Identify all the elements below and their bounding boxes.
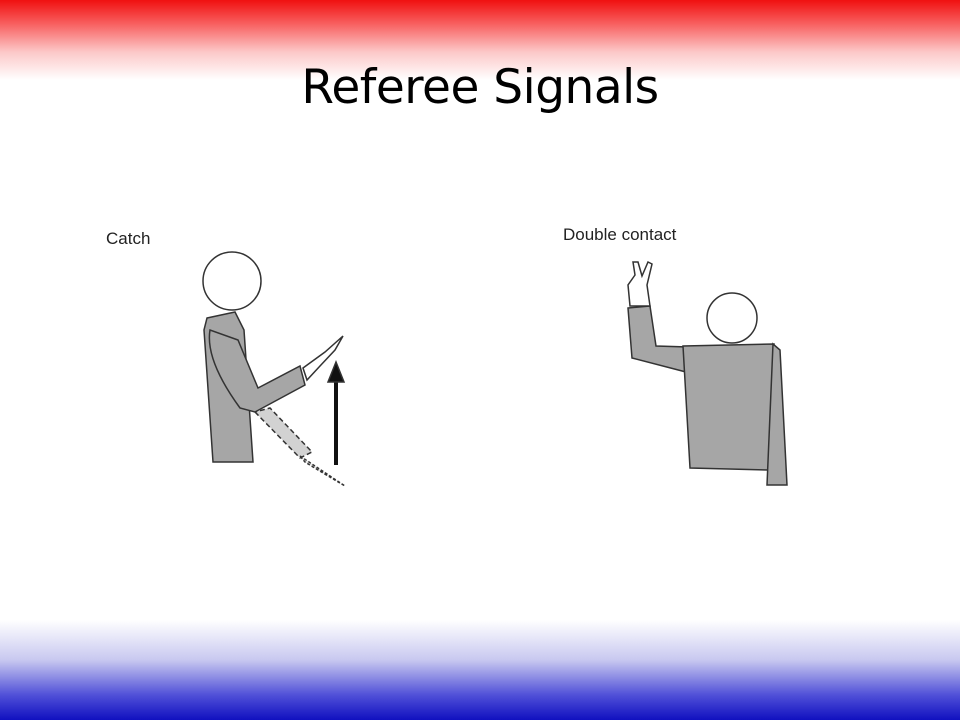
double-contact-signal-figure: [627, 260, 788, 486]
signal-label-double-contact: Double contact: [563, 225, 677, 244]
catch-signal-figure: [202, 251, 346, 487]
slide-title: Referee Signals: [301, 60, 659, 115]
red-gradient-band: [0, 0, 960, 80]
signal-label-catch: Catch: [106, 229, 151, 248]
blue-gradient-band: [0, 620, 960, 720]
